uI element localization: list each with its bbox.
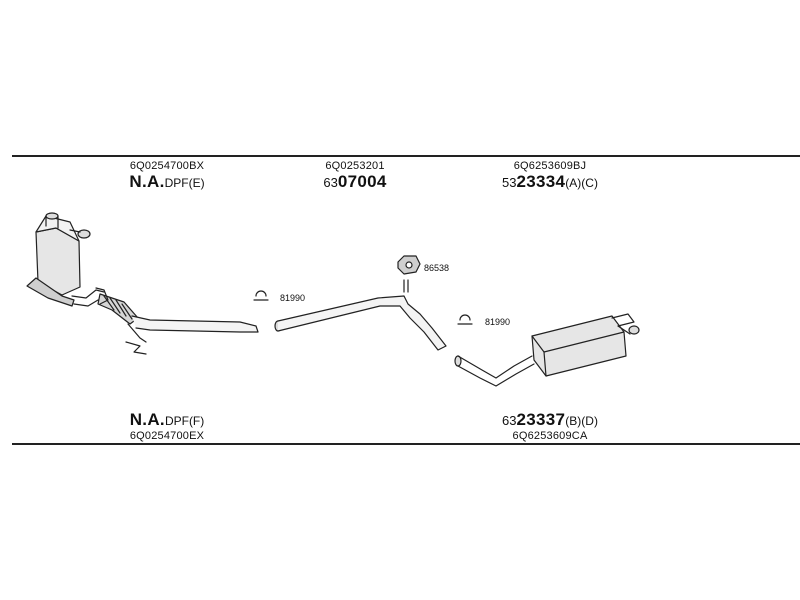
part-group-front-pipe: 6Q0253201 6307004	[300, 160, 410, 192]
part-code: 5323334(A)(C)	[480, 172, 620, 192]
part-number: 6Q0254700BX	[129, 160, 205, 172]
middle-pipe	[274, 279, 447, 351]
part-group-dpf-e: 6Q0254700BX N.A.DPF(E)	[112, 160, 222, 192]
bottom-divider	[12, 443, 800, 445]
callout-clamp-front: 81990	[280, 293, 306, 303]
callout-hanger: 86538	[424, 263, 450, 273]
part-code-prefix: 63	[323, 175, 338, 190]
part-code-suffix: (B)(D)	[565, 414, 598, 428]
part-code: N.A.DPF(E)	[112, 172, 222, 192]
part-code-suffix: DPF(F)	[164, 414, 205, 428]
part-group-rear-silencer-bd: 6323337(B)(D) 6Q6253609CA	[480, 410, 620, 442]
part-number: 6Q0254700EX	[129, 430, 205, 442]
rear-silencer	[454, 313, 640, 387]
part-code-prefix: 63	[502, 413, 517, 428]
part-code-main: N.A.	[129, 172, 165, 191]
part-code-main: N.A.	[129, 410, 165, 429]
clamp-icon	[253, 290, 269, 301]
dpf-unit	[26, 212, 107, 307]
part-number: 6Q6253609BJ	[513, 160, 587, 172]
top-divider	[12, 155, 800, 157]
part-number: 6Q0253201	[325, 160, 385, 172]
callout-clamp-rear: 81990	[485, 317, 511, 327]
hanger-icon	[397, 255, 421, 275]
part-group-rear-silencer-ac: 6Q6253609BJ 5323334(A)(C)	[480, 160, 620, 192]
part-code: 6307004	[300, 172, 410, 192]
part-number: 6Q6253609CA	[512, 430, 588, 442]
part-code-main: 07004	[337, 172, 387, 191]
part-group-dpf-f: N.A.DPF(F) 6Q0254700EX	[112, 410, 222, 442]
part-code-main: 23334	[516, 172, 566, 191]
part-code: N.A.DPF(F)	[112, 410, 222, 430]
part-code-suffix: (A)(C)	[565, 176, 598, 190]
front-pipe-dpf	[125, 315, 259, 355]
part-code-prefix: 53	[502, 175, 517, 190]
flex-pipe	[95, 287, 139, 325]
part-code-suffix: DPF(E)	[164, 176, 205, 190]
part-code-main: 23337	[516, 410, 566, 429]
part-code: 6323337(B)(D)	[480, 410, 620, 430]
clamp-icon	[457, 314, 473, 325]
